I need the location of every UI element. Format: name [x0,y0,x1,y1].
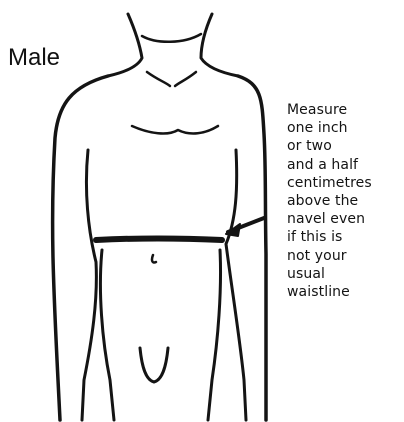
left-shoulder-arm-outline [53,76,108,420]
gender-label: Male [8,44,60,72]
instruction-line: waistline [287,283,402,301]
groin-line [140,348,168,382]
collar-right [175,72,196,86]
instruction-line: and a half [287,156,402,174]
left-inner-arm-line [82,150,96,420]
instruction-line: Measure [287,101,402,119]
neck-left-line [108,14,142,76]
throat-line [142,34,201,42]
neck-right-line [201,14,238,76]
instruction-line: navel even [287,210,402,228]
instruction-line: or two [287,137,402,155]
measurement-instruction: Measure one inch or two and a half centi… [287,101,402,301]
instruction-line: usual [287,265,402,283]
left-hip-line [100,250,114,420]
instruction-line: centimetres [287,174,402,192]
instruction-line: above the [287,192,402,210]
right-hip-line [208,250,221,420]
navel-mark [152,255,156,263]
waist-measurement-line [96,239,222,241]
instruction-line: one inch [287,119,402,137]
collar-left [147,72,170,86]
right-inner-arm-line [226,150,246,420]
chest-line [132,126,218,133]
instruction-line: not your [287,247,402,265]
instruction-line: if this is [287,228,402,246]
